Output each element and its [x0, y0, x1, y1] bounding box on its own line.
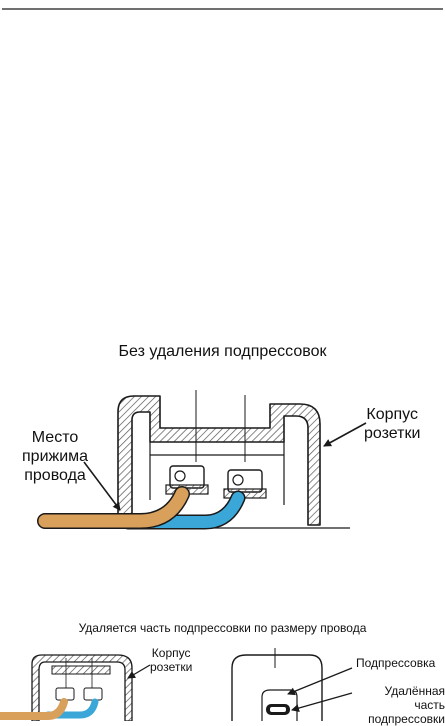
small-right-insert — [261, 689, 298, 721]
wire-clamp-label-line-3: провода — [24, 467, 86, 484]
caption-partial-removal: Удаляется часть подпрессовки по размеру … — [78, 621, 367, 635]
small-left-housing-arrow — [127, 664, 151, 679]
small-left-inner-bar — [51, 665, 111, 675]
small-right-housing — [231, 654, 323, 721]
main-terminal-frame — [149, 442, 285, 505]
small-housing-label: Корпус розетки — [150, 646, 192, 674]
main-socket-housing — [117, 395, 321, 526]
small-left-wire-blue — [44, 698, 99, 719]
housing-label-line-2: розетки — [364, 425, 421, 442]
wire-clamp-arrow — [83, 461, 121, 511]
removed-part-label-line-2: подпрессовки — [368, 712, 445, 726]
small-left-wire-orange — [0, 698, 68, 720]
small-housing-label-line-2: розетки — [150, 660, 193, 674]
small-left-terminal-2 — [83, 687, 103, 701]
small-housing-label-line-1: Корпус — [151, 646, 191, 660]
removed-part-arrow — [291, 692, 353, 712]
housing-label-line-1: Корпус — [366, 406, 418, 423]
caption-without-removal: Без удаления подпрессовок — [118, 343, 327, 360]
wire-clamp-label-line-1: Место — [31, 429, 79, 446]
wire-clamp-label-line-2: прижима — [22, 448, 89, 465]
removed-part-label: Удалённая часть подпрессовки — [352, 684, 445, 726]
insert-label: Подпрессовка — [356, 656, 436, 670]
small-right-socket-figure — [231, 648, 353, 721]
wire-clamp-label: Место прижима провода — [22, 428, 88, 485]
housing-label: Корпус розетки — [364, 405, 420, 443]
removed-part-label-line-1: Удалённая часть — [384, 684, 445, 712]
insert-arrow — [287, 667, 353, 696]
small-left-socket-figure — [0, 654, 151, 721]
housing-arrow — [323, 422, 367, 447]
main-socket-figure — [37, 390, 367, 530]
small-left-housing — [31, 654, 133, 721]
main-terminal-screw-2 — [223, 469, 267, 499]
